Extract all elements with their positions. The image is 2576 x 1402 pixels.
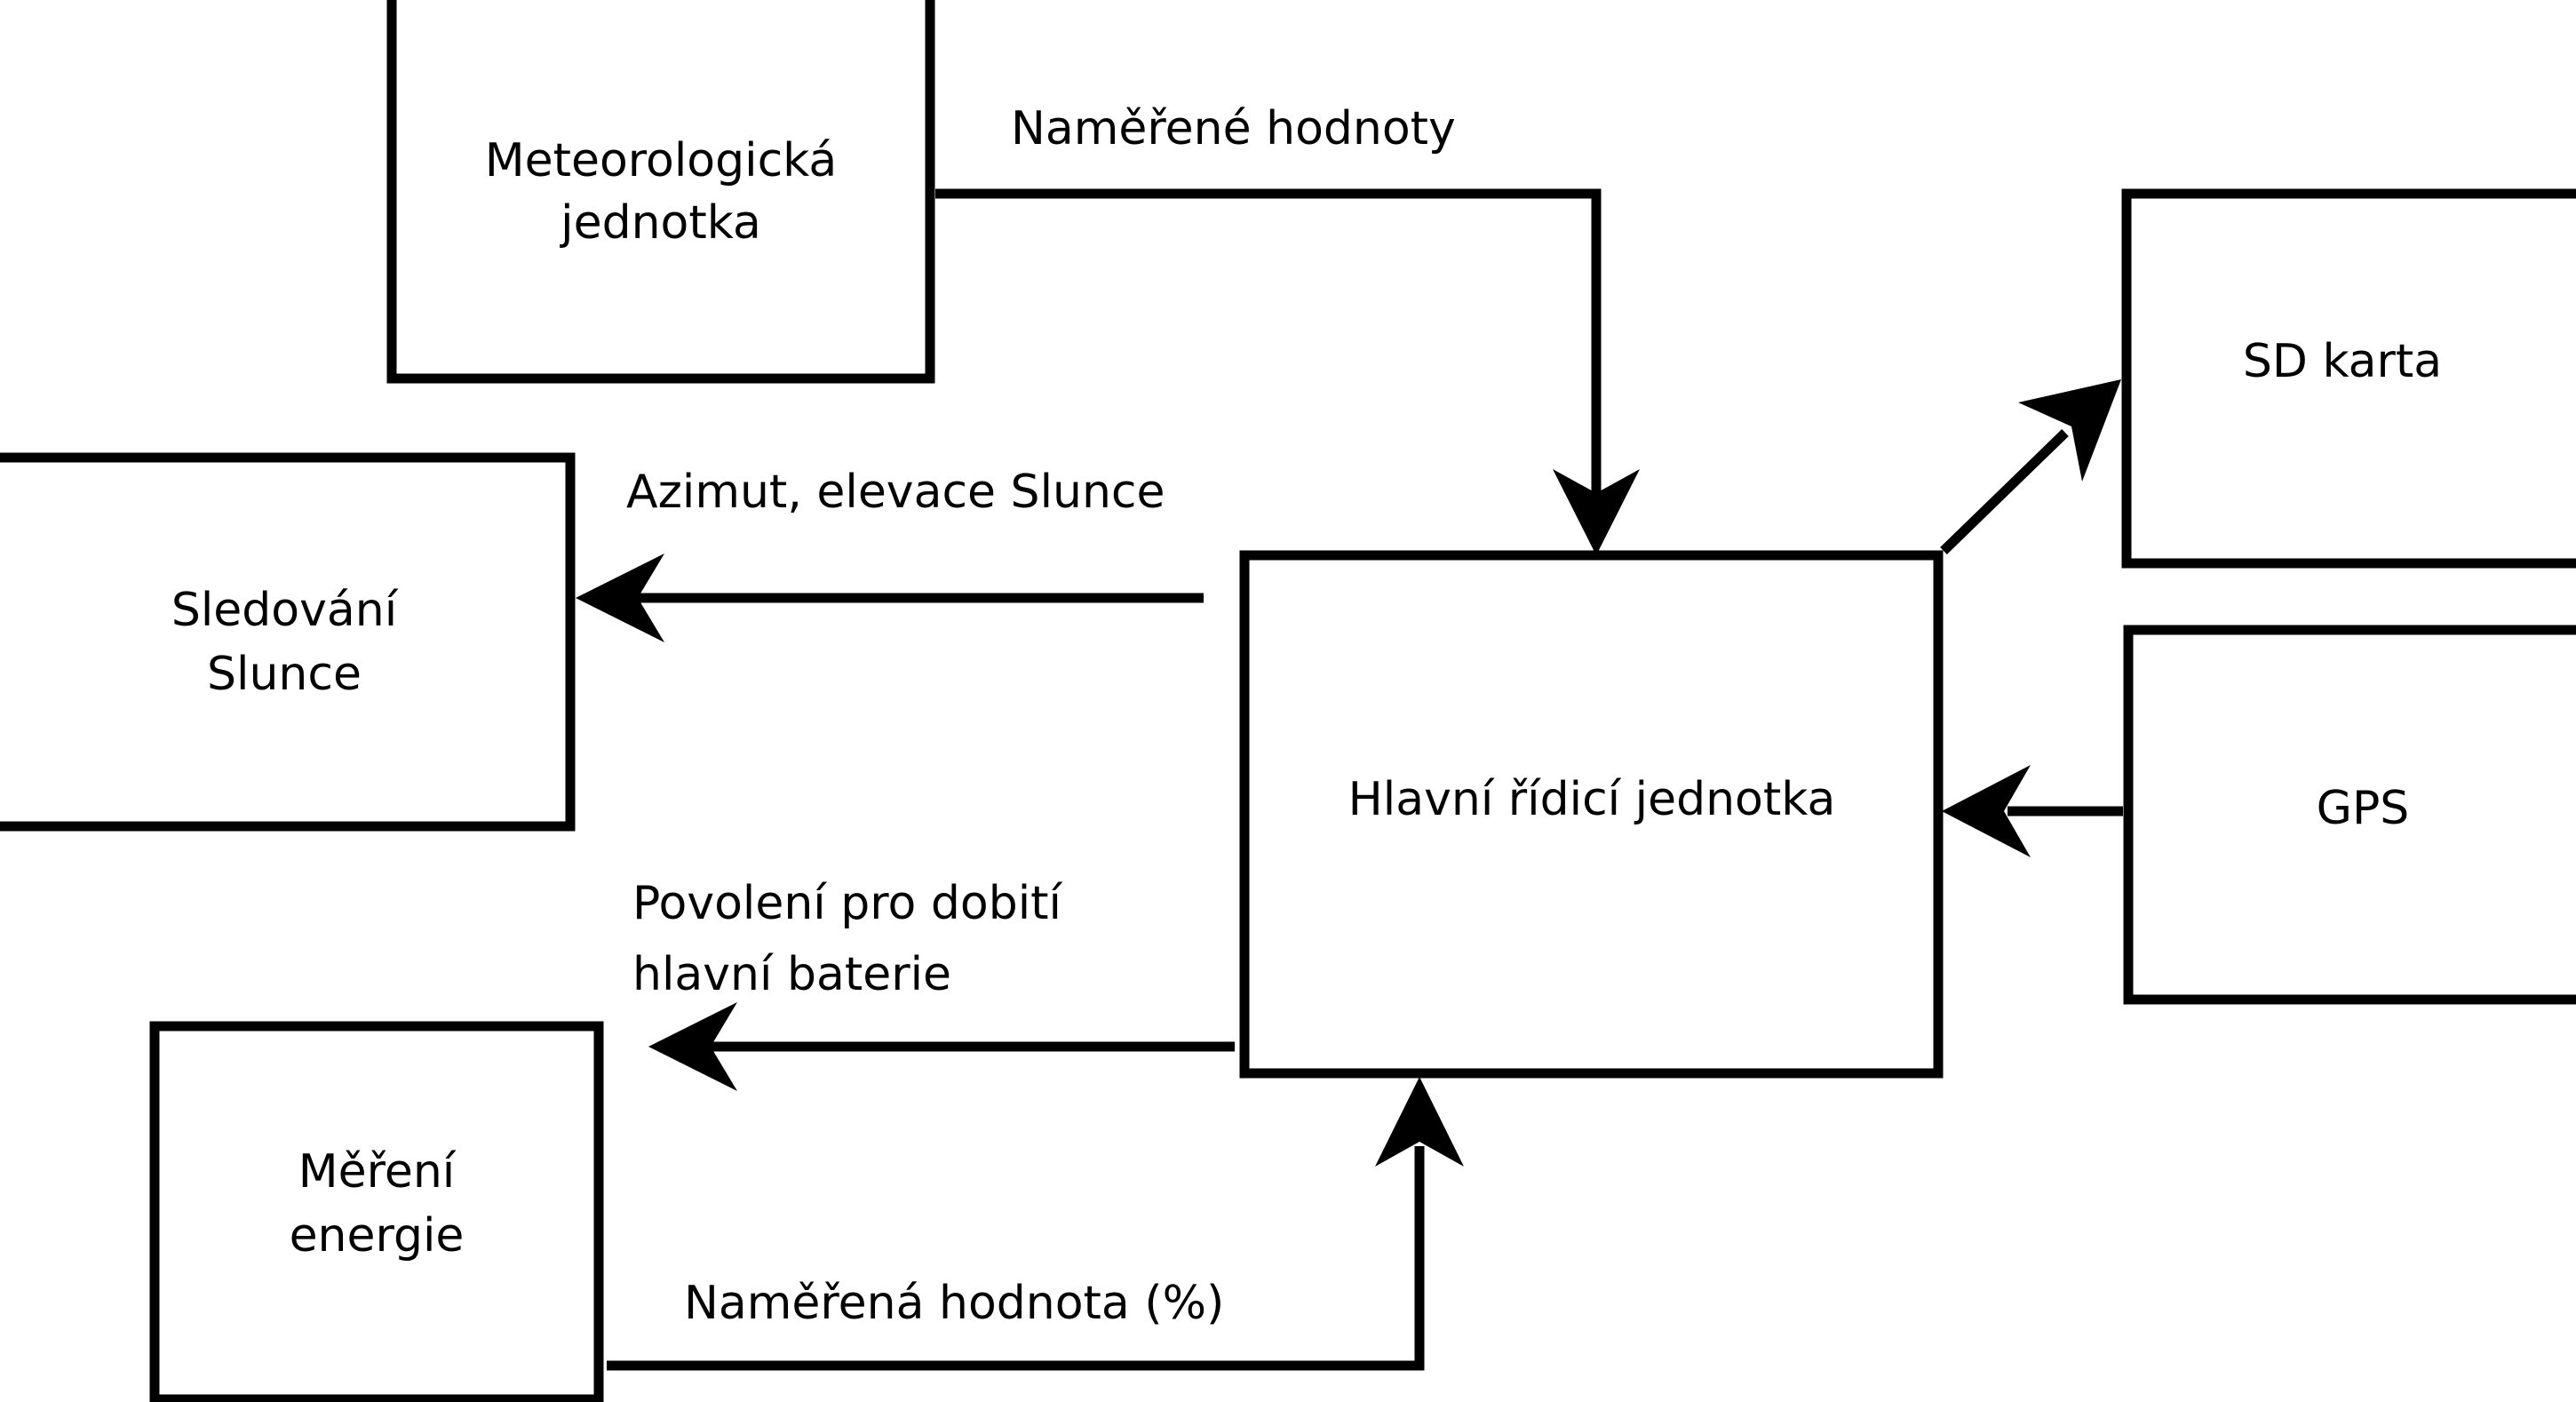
edge-measured-percent-line xyxy=(607,1146,1425,1371)
edge-label-azimuth-elevation: Azimut, elevace Slunce xyxy=(626,466,1165,519)
meteorological-unit-box[interactable] xyxy=(386,0,935,384)
edge-azimuth-elevation xyxy=(576,554,1204,642)
energy-measurement-box[interactable] xyxy=(149,1021,604,1402)
meteorological-unit-label-line2: jednotka xyxy=(560,196,761,250)
edge-to-sd-card-arrowhead xyxy=(2018,379,2121,482)
gps-label: GPS xyxy=(2317,782,2410,835)
node-meteorological-unit[interactable]: Meteorologická jednotka xyxy=(386,0,935,384)
sun-tracking-label-line1: Sledování xyxy=(171,584,399,637)
gps-box[interactable] xyxy=(2123,625,2576,1005)
edge-measured-values xyxy=(935,188,1640,555)
edge-charge-permission-arrowhead xyxy=(648,1002,737,1091)
main-control-unit-label: Hlavní řídicí jednotka xyxy=(1348,773,1836,826)
sd-card-box[interactable] xyxy=(2121,188,2576,569)
edge-measured-percent xyxy=(607,1077,1464,1371)
sun-tracking-label-line2: Slunce xyxy=(207,648,362,701)
edge-measured-percent-arrowhead xyxy=(1375,1077,1464,1167)
energy-measurement-label-line2: energie xyxy=(290,1209,465,1263)
edge-to-sd-card-line xyxy=(1940,429,2069,554)
edge-label-measured-values: Naměřené hodnoty xyxy=(1011,102,1456,155)
sun-tracking-box[interactable] xyxy=(0,452,576,832)
main-control-unit-box[interactable] xyxy=(1239,550,1944,1079)
node-main-control-unit[interactable]: Hlavní řídicí jednotka xyxy=(1239,550,1944,1079)
edge-azimuth-elevation-arrowhead xyxy=(576,554,664,642)
node-sun-tracking[interactable]: Sledování Slunce xyxy=(0,452,576,832)
node-energy-measurement[interactable]: Měření energie xyxy=(149,1021,604,1402)
edge-to-sd-card xyxy=(1940,379,2121,554)
edge-label-charge-permission-line1: Povolení pro dobití xyxy=(632,877,1063,930)
edge-label-measured-percent: Naměřená hodnota (%) xyxy=(684,1277,1224,1330)
meteorological-unit-label-line1: Meteorologická xyxy=(485,134,837,187)
edge-measured-values-line xyxy=(935,188,1602,498)
edge-gps-to-main xyxy=(1942,765,2123,857)
node-sd-card[interactable]: SD karta xyxy=(2121,188,2576,569)
edge-label-charge-permission-line2: hlavní baterie xyxy=(632,948,951,1001)
node-gps[interactable]: GPS xyxy=(2123,625,2576,1005)
edge-charge-permission xyxy=(648,1002,1235,1091)
edge-gps-to-main-arrowhead xyxy=(1942,765,2031,857)
energy-measurement-label-line1: Měření xyxy=(298,1145,457,1199)
edge-measured-values-arrowhead xyxy=(1553,469,1640,555)
sd-card-label: SD karta xyxy=(2243,335,2442,388)
